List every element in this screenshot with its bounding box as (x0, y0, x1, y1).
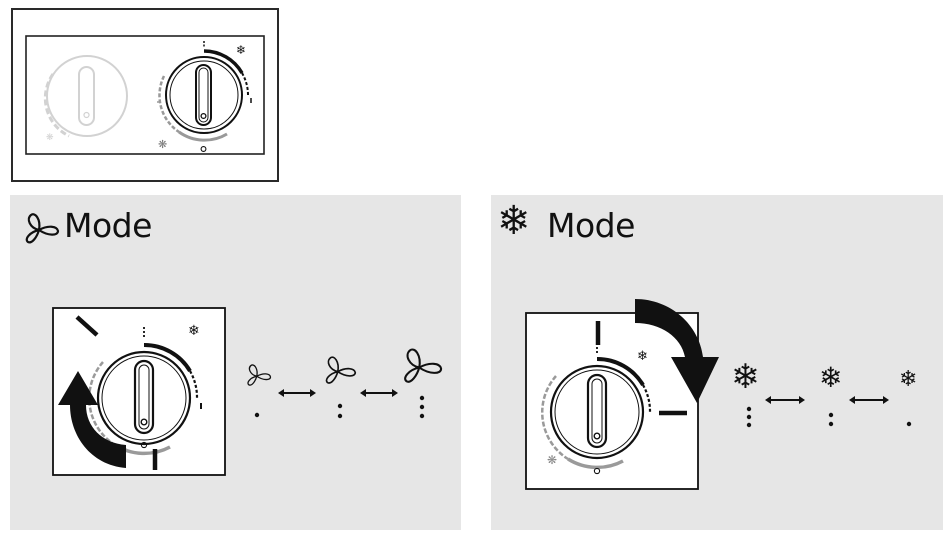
cool-knob-fan-icon: ❋ (547, 453, 557, 467)
fan-speed-high (404, 348, 443, 419)
cool-mode-title: Mode (547, 206, 635, 245)
knob-snowflake-icon: ❄ (188, 323, 200, 339)
cool-level-medium-icon: ❄ (819, 361, 843, 394)
cool-mode-panel: ❄ Mode ❄ ❋ ❄ ❄ ❄ (491, 195, 943, 530)
cool-level-high-icon: ❄ (731, 357, 760, 397)
active-knob: ❄ ❋ (157, 41, 252, 152)
cool-knob-off-marker (593, 467, 601, 475)
cool-seq-markers (746, 396, 912, 428)
overview-fan-icon: ❋ (158, 138, 167, 151)
overview-off-marker (200, 146, 207, 152)
cool-knob-snowflake-icon: ❄ (637, 349, 648, 364)
fan-knob-diagram: ❄ ❋ (52, 307, 226, 476)
rotate-ccw-arrow (58, 371, 126, 468)
overview-snowflake-icon: ❄ (236, 43, 246, 57)
fan-icon (25, 213, 60, 244)
fan-speed-low (247, 364, 272, 418)
fan-seq-arrow-1 (278, 389, 316, 397)
snowflake-icon: ❄ (497, 198, 531, 244)
control-panel-overview: ❋ ❄ ❋ (25, 35, 265, 155)
rotate-cw-arrow (635, 299, 719, 403)
fan-seq-arrow-2 (360, 389, 398, 397)
faded-knob: ❋ (43, 55, 128, 143)
overview-frame: ❋ ❄ ❋ (11, 8, 279, 182)
cool-level-low-icon: ❄ (899, 367, 918, 392)
cool-knob: ❄ ❋ (541, 343, 652, 475)
cool-level-sequence: ❄ ❄ ❄ (731, 360, 941, 440)
fan-mode-title: Mode (64, 206, 152, 245)
cool-seq-arrow-1 (765, 396, 805, 404)
svg-text:❋: ❋ (46, 133, 54, 143)
cool-knob-diagram: ❄ ❋ (525, 299, 719, 490)
cool-seq-arrow-2 (849, 396, 889, 404)
fan-speed-sequence (247, 348, 443, 419)
knob-off-marker (140, 441, 148, 449)
fan-mode-panel: Mode ❄ ❋ (10, 195, 461, 530)
fan-speed-medium (325, 356, 357, 419)
fan-position-bar-top (75, 315, 99, 337)
